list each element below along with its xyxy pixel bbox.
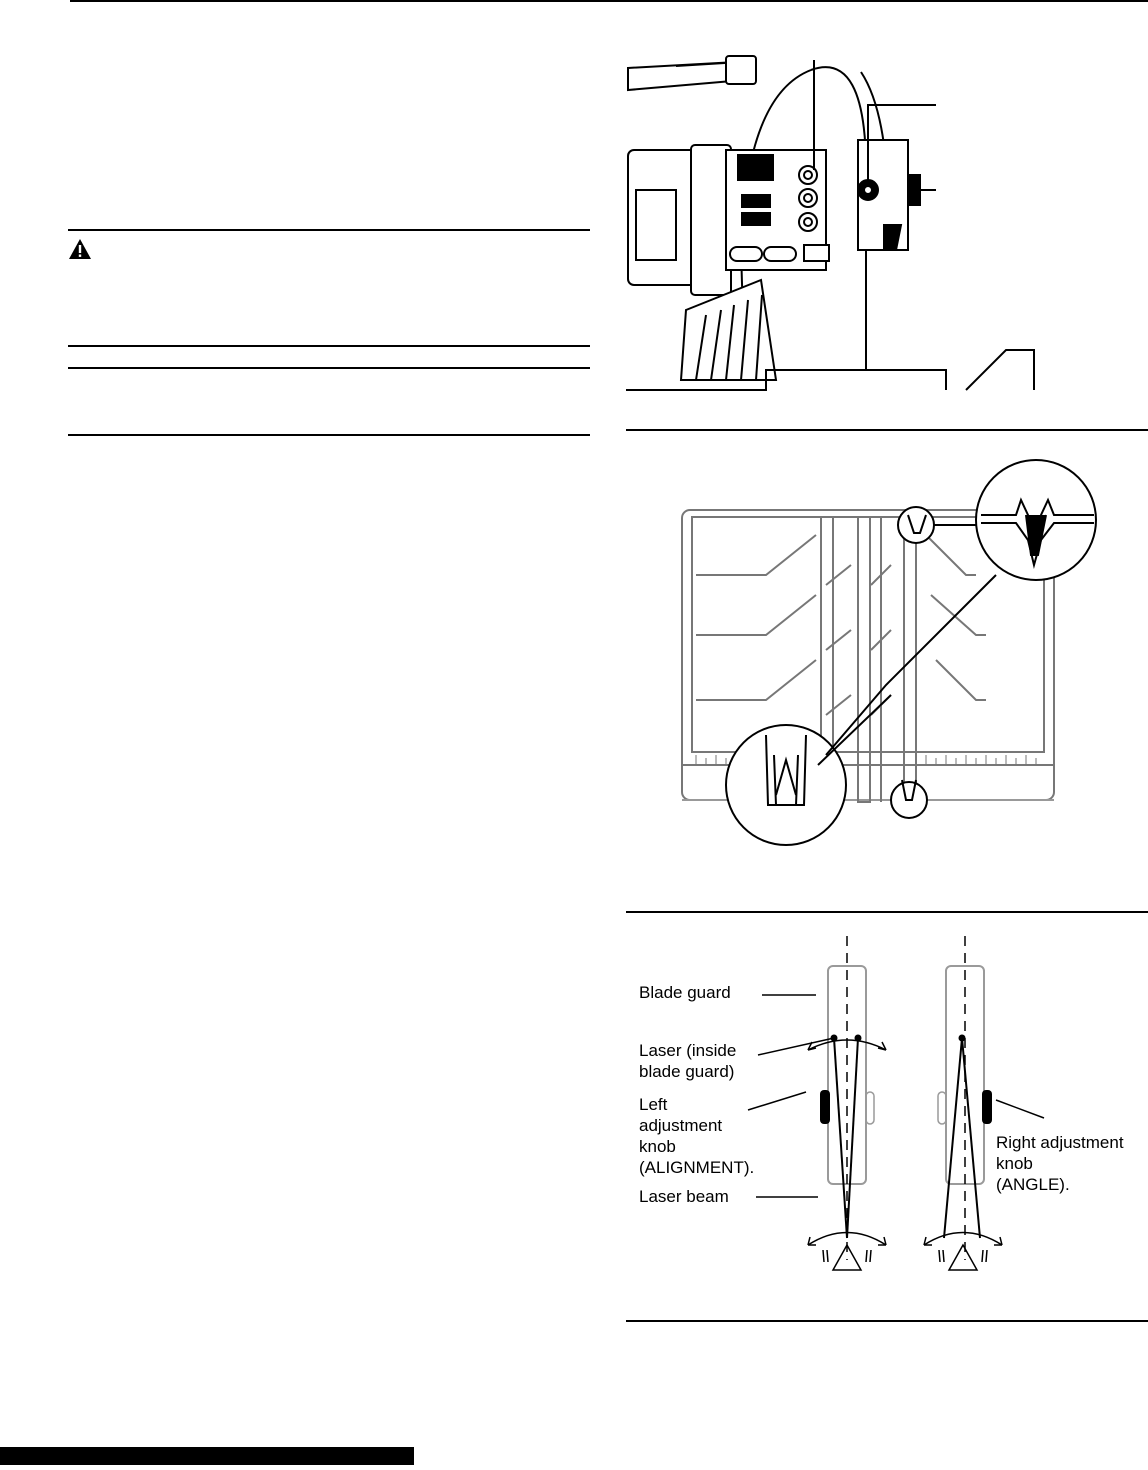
miter-table-illustration <box>681 459 1097 846</box>
label-laser: Laser (inside blade guard) <box>639 1041 737 1081</box>
note-top-rule <box>68 367 590 369</box>
figure3-bottom-rule <box>626 1320 1148 1322</box>
label-left-adjustment-knob: Left adjustment knob (ALIGNMENT). <box>639 1095 755 1177</box>
laser-alignment-diagram <box>747 936 1045 1271</box>
figure2-bottom-rule <box>626 911 1148 913</box>
figure1-bottom-rule <box>626 429 1148 431</box>
footer-bar <box>0 1447 414 1465</box>
label-blade-guard: Blade guard <box>639 983 731 1002</box>
label-right-adjustment-knob: Right adjustment knob (ANGLE). <box>996 1133 1124 1194</box>
note-bottom-rule <box>68 434 590 436</box>
label-laser-beam: Laser beam <box>639 1187 729 1206</box>
warning-top-rule <box>68 229 590 231</box>
warning-icon <box>68 238 92 260</box>
saw-head-illustration <box>626 55 1035 391</box>
warning-bottom-rule <box>68 345 590 347</box>
top-rule <box>70 0 1148 2</box>
